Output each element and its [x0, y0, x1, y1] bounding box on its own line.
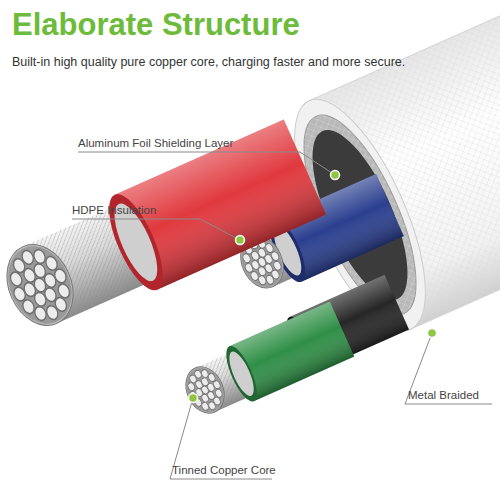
subtitle: Built-in high quality pure copper core, …: [12, 55, 492, 70]
leader-dot: [236, 236, 245, 245]
callout-label: Aluminum Foil Shielding Layer: [78, 137, 308, 151]
insulation-end: [220, 342, 263, 405]
leader-line: [78, 152, 335, 175]
strand-end: [0, 234, 85, 336]
leader-lines: [72, 152, 492, 479]
strand-end: [179, 361, 231, 419]
callout-label: Tinned Copper Core: [172, 464, 322, 478]
insulation-end: [98, 187, 173, 297]
leader-dots: [189, 171, 437, 403]
strand-bundle: [180, 362, 230, 418]
red-wire: [0, 120, 326, 346]
leader-dot: [331, 171, 340, 180]
green-wire: [176, 302, 354, 425]
callout-label: HDPE Insulation: [72, 204, 232, 218]
strand-bundle: [0, 236, 84, 334]
title: Elaborate Structure: [12, 6, 492, 43]
leader-dot: [428, 329, 437, 338]
leader-line: [72, 219, 240, 240]
strand-face: [224, 349, 258, 399]
leader-dot: [189, 394, 198, 403]
callout-label: Metal Braided: [408, 389, 498, 403]
